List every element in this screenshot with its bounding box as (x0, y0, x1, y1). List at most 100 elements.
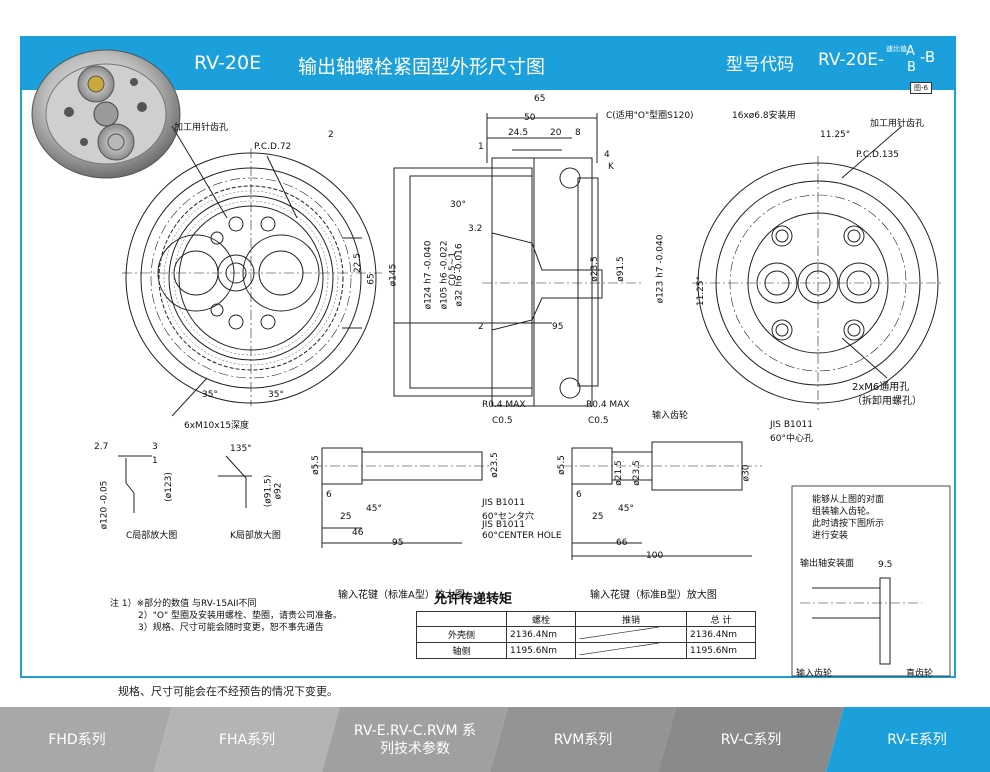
code-suffix: -B (920, 48, 936, 66)
label-dim3-2: 3.2 (468, 224, 483, 234)
label-sa-60en: 60°CENTER HOLE (482, 531, 562, 541)
note-line: 注 1）※部分的数值 与RV-15AII不同 (110, 599, 257, 609)
label-angle30: 30° (450, 200, 466, 210)
label-dim65-top: 65 (534, 94, 546, 104)
notes: 注 1）※部分的数值 与RV-15AII不同 2）"O" 型圈及安装用螺栓、垫圈… (110, 598, 342, 634)
label-sa-46: 46 (352, 528, 364, 538)
label-r04a: R0.4 MAX (482, 400, 526, 410)
tab-rv-c[interactable]: RV-C系列 (658, 707, 844, 772)
label-sa-5-5: ø5.5 (310, 455, 321, 475)
side-note-1: 能够从上图的对面 (812, 495, 885, 505)
torque-col-total: 总 计 (686, 611, 756, 627)
label-angle11-25a: 11.25° (820, 130, 851, 140)
side-note-4: 进行安装 (812, 531, 849, 541)
torque-row-name: 轴侧 (416, 642, 507, 659)
label-dim24-5: 24.5 (508, 128, 529, 138)
label-m6-a: 2xM6通用孔 (852, 382, 910, 393)
label-input-gear: 输入齿轮 (652, 411, 689, 421)
label-c-27: 2.7 (94, 442, 109, 452)
footnote: 规格、尺寸可能会在不经预告的情况下变更。 (118, 685, 338, 698)
label-side-9-5: 9.5 (878, 560, 893, 570)
label-k-detail: K局部放大图 (230, 531, 281, 541)
label-pitch-hole: 加工用针齿孔 (174, 123, 229, 133)
torque-row-total: 1195.6Nm (686, 642, 756, 659)
label-c05b: C0.5 (588, 416, 609, 426)
label-k-d92: ø92 (273, 482, 284, 500)
label-dim95: 95 (552, 322, 564, 332)
label-d23-5: ø23.5 (589, 256, 600, 282)
label-side-mount: 输出轴安装面 (800, 559, 855, 569)
label-tap-m10: 6xM10x15深度 (184, 421, 250, 431)
torque-table: 螺栓 推销 总 计 外壳侧 2136.4Nm 2136.4Nm 轴侧 1195.… (416, 611, 756, 659)
note-line: 2）"O" 型圈及安装用螺栓、垫圈，请贵公司准备。 (138, 611, 342, 621)
label-m6-b: （拆卸用螺孔） (852, 396, 922, 407)
label-sb-d30: ø30 (741, 464, 752, 482)
torque-header-blank (416, 611, 507, 627)
tab-label: FHA系列 (218, 731, 276, 748)
torque-row-pin (574, 642, 688, 659)
label-sb-45: 45° (618, 504, 634, 514)
note-line: 3）规格、尺寸可能会随时变更，恕不事先通告 (138, 623, 324, 633)
side-note-2: 组装输入齿轮。 (812, 507, 876, 517)
code-prefix: RV-20E- (818, 50, 885, 70)
tab-label: RV-C系列 (720, 731, 782, 748)
label-k-d915: (ø91.5) (263, 474, 274, 508)
label-c-d123: (ø123) (163, 472, 174, 502)
label-k: K (608, 162, 614, 172)
torque-row-bolt: 1195.6Nm (506, 642, 576, 659)
label-sb-6: 6 (576, 490, 582, 500)
torque-section: 允许传递转矩 螺栓 推销 总 计 外壳侧 2136.4Nm 2136.4Nm 轴… (416, 588, 764, 659)
label-dim65-left: 65 (366, 273, 377, 285)
label-sa-jis: JIS B1011 (482, 498, 525, 508)
label-angle-35b: 35° (268, 390, 284, 400)
label-sb-jis: JIS B1011 (770, 420, 813, 430)
label-sb-25: 25 (592, 512, 604, 522)
label-c05a: C0.5 (492, 416, 513, 426)
model-name: RV-20E (194, 52, 262, 74)
table-row: 轴侧 1195.6Nm 1195.6Nm (416, 642, 756, 659)
tab-rv-params[interactable]: RV-E.RV-C.RVM 系列技术参数 (322, 707, 508, 772)
label-dim20: 20 (550, 128, 562, 138)
label-r04b: R0.4 MAX (586, 400, 630, 410)
label-sb-66: 66 (616, 538, 628, 548)
code-b: B (907, 60, 916, 75)
tab-fhd[interactable]: FHD系列 (0, 707, 172, 772)
label-side-input: 输入齿轮 (796, 669, 833, 679)
label-sb-60: 60°中心孔 (770, 434, 813, 444)
label-sa-d23-5: ø23.5 (489, 452, 500, 478)
tab-rv-e[interactable]: RV-E系列 (826, 707, 990, 772)
label-angle-35a: 35° (202, 390, 218, 400)
label-d145: ø145 (388, 263, 399, 287)
label-d91-5: ø91.5 (615, 256, 626, 282)
label-dim2-top: 2 (328, 130, 334, 140)
tab-fha[interactable]: FHA系列 (154, 707, 340, 772)
label-dim50: 50 (524, 113, 536, 123)
torque-row-total: 2136.4Nm (686, 626, 756, 643)
tab-label: FHD系列 (48, 731, 106, 748)
label-dim22-5: 22.5 (353, 252, 364, 274)
code-label: 型号代码 (726, 55, 794, 75)
label-d124: ø124 h7 -0.040 (423, 240, 434, 310)
label-c05-1: C0.5~1 (447, 252, 458, 286)
label-sa-60jp: 60°センタ穴 (482, 512, 534, 522)
label-dim8: 8 (575, 128, 581, 138)
drawing-sheet: RV-20E 输出轴螺栓紧固型外形尺寸图 型号代码 RV-20E- 速比值 A … (20, 36, 956, 679)
label-angle11-25b: 11.25° (696, 275, 707, 307)
label-spline-a-title: 输入花键（标准A型）放大图 (338, 590, 465, 601)
label-sa-jis2: JIS B1011 (482, 520, 525, 530)
torque-row-pin (574, 626, 688, 643)
label-pitch-hole-right: 加工用针齿孔 (870, 119, 925, 129)
label-spline-b-title: 输入花键（标准B型）放大图 (590, 590, 717, 601)
label-side-spur: 直齿轮 (906, 669, 934, 679)
label-c-detail: C局部放大图 (126, 531, 178, 541)
tab-label: RV-E.RV-C.RVM 系列技术参数 (353, 722, 477, 757)
label-mount16: 16xø6.8安装用 (732, 111, 796, 121)
label-pcd135: P.C.D.135 (856, 150, 900, 160)
label-d123: ø123 h7 -0.040 (655, 234, 666, 304)
code-ratio-label: 速比值 (886, 45, 907, 53)
tab-rvm[interactable]: RVM系列 (490, 707, 676, 772)
technical-drawing (118, 113, 951, 677)
label-sa-25: 25 (340, 512, 352, 522)
label-sb-21-5: ø21.5 (613, 460, 624, 486)
